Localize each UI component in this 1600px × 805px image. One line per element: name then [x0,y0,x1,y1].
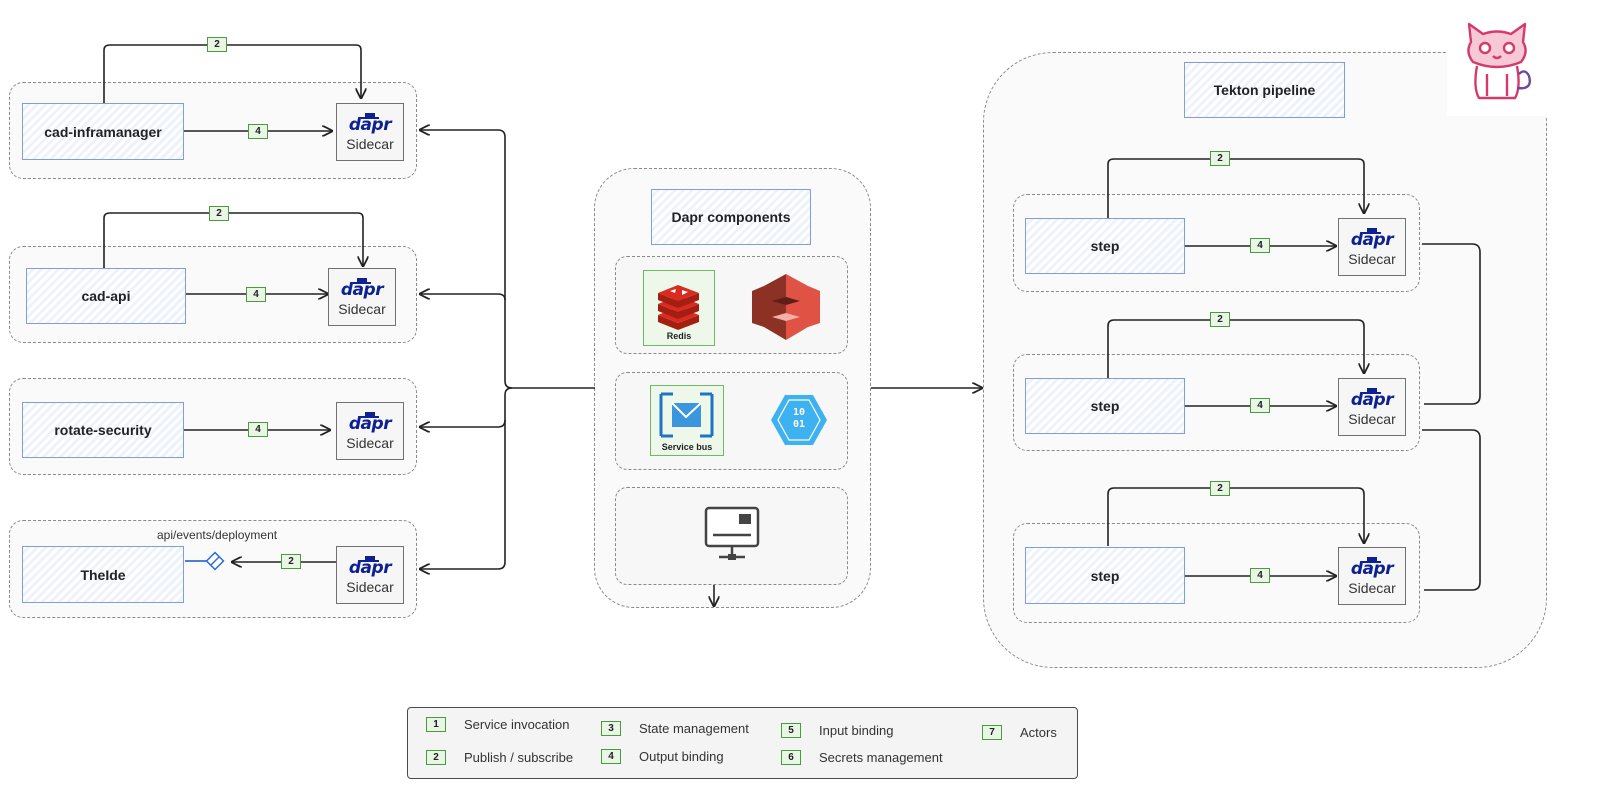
legend-label: State management [639,721,749,736]
legend-badge: 5 [781,723,801,738]
sidecar-bus [420,130,595,389]
sidecar-bus [420,294,506,301]
legend-item: 4 Output binding [601,749,724,764]
azure-service-bus-icon[interactable]: Service bus [650,385,724,456]
dapr-logo-text: dapr [1350,229,1394,250]
sidecar-bus [420,420,506,569]
sidecar-label: Sidecar [346,135,394,152]
cad-inframanager-service[interactable]: cad-inframanager [22,103,184,160]
pubsub-badge: 2 [209,206,229,221]
sidecar-label: Sidecar [346,434,394,451]
output-binding-badge: 4 [1250,568,1270,583]
legend-badge: 1 [426,717,446,732]
pubsub-badge: 2 [1210,151,1230,166]
rotate-security-service[interactable]: rotate-security [22,402,184,458]
legend: 1 Service invocation 2 Publish / subscri… [407,707,1078,779]
sidecar-label: Sidecar [338,300,386,317]
dapr-logo-icon [1363,556,1381,563]
legend-item: 6 Secrets management [781,750,943,765]
cad-api-service[interactable]: cad-api [26,268,186,324]
legend-item: 5 Input binding [781,723,893,738]
pubsub-badge: 2 [207,37,227,52]
legend-label: Secrets management [819,750,943,765]
dapr-components-title: Dapr components [651,189,811,245]
dapr-sidecar[interactable]: dapr Sidecar [1338,378,1406,436]
pubsub-badge: 2 [1210,312,1230,327]
legend-badge: 2 [426,750,446,765]
dapr-sidecar[interactable]: dapr Sidecar [336,402,404,460]
legend-item: 7 Actors [982,725,1057,740]
dapr-logo-text: dapr [348,413,392,434]
redis-label: Redis [666,331,692,341]
output-binding-badge: 4 [1250,238,1270,253]
dapr-sidecar[interactable]: dapr Sidecar [336,103,404,161]
legend-badge: 6 [781,750,801,765]
sidecar-bus [420,387,513,427]
legend-label: Actors [1020,725,1057,740]
dapr-logo-text: dapr [348,557,392,578]
step-node[interactable]: step [1025,378,1185,434]
tekton-pipeline-title: Tekton pipeline [1184,62,1345,118]
sidecar-label: Sidecar [1348,250,1396,267]
legend-item: 2 Publish / subscribe [426,750,573,765]
dapr-logo-icon [1363,387,1381,394]
legend-label: Output binding [639,749,724,764]
redis-icon[interactable]: Redis [643,270,715,346]
step-node[interactable]: step [1025,218,1185,274]
legend-badge: 4 [601,749,621,764]
endpoint-label: api/events/deployment [157,528,278,542]
servicebus-label: Service bus [661,442,713,452]
dapr-sidecar[interactable]: dapr Sidecar [336,546,404,604]
output-binding-badge: 4 [1250,398,1270,413]
dapr-logo-text: dapr [1350,389,1394,410]
dapr-logo-icon [353,277,371,284]
aws-s3-icon[interactable] [750,271,822,343]
terminal-icon[interactable] [703,505,761,563]
dapr-logo-icon [361,112,379,119]
dapr-logo-icon [361,555,379,562]
binary-hexagon-icon[interactable]: 10 01 [770,393,828,447]
legend-label: Input binding [819,723,894,738]
legend-badge: 7 [982,725,1002,740]
legend-item: 1 Service invocation [426,717,570,732]
output-binding-badge: 4 [248,422,268,437]
dapr-logo-icon [1363,227,1381,234]
step-node[interactable]: step [1025,547,1185,604]
legend-label: Service invocation [464,717,570,732]
dapr-logo-icon [361,411,379,418]
sidecar-label: Sidecar [1348,410,1396,427]
legend-badge: 3 [601,721,621,736]
pubsub-badge: 2 [1210,481,1230,496]
dapr-logo-text: dapr [340,279,384,300]
theide-service[interactable]: TheIde [22,546,184,603]
tekton-cat-icon [1447,16,1547,116]
sidecar-label: Sidecar [1348,579,1396,596]
output-binding-badge: 4 [246,287,266,302]
dapr-sidecar[interactable]: dapr Sidecar [328,268,396,326]
binary-glyph: 10 01 [792,407,806,430]
dapr-sidecar[interactable]: dapr Sidecar [1338,547,1406,605]
sidecar-label: Sidecar [346,578,394,595]
dapr-logo-text: dapr [348,114,392,135]
dapr-logo-text: dapr [1350,558,1394,579]
legend-label: Publish / subscribe [464,750,574,765]
pubsub-badge: 2 [281,554,301,569]
output-binding-badge: 4 [248,124,268,139]
legend-item: 3 State management [601,721,749,736]
dapr-sidecar[interactable]: dapr Sidecar [1338,218,1406,276]
